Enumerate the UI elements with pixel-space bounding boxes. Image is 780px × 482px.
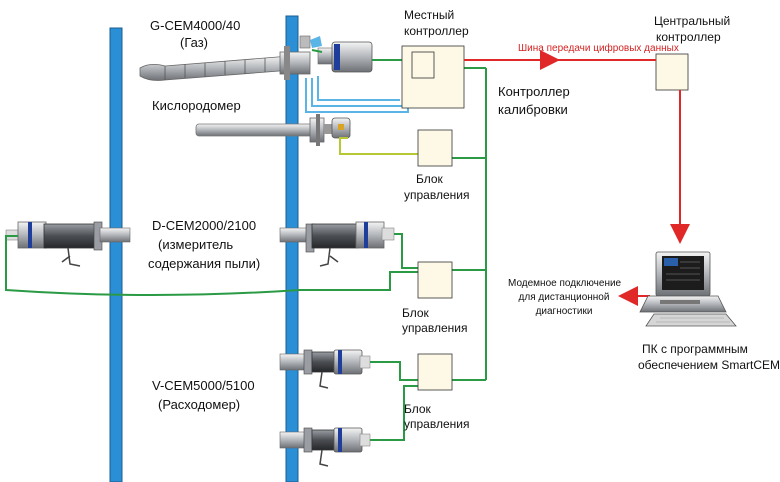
label-central-controller-2: контроллер [656,30,721,44]
label-control-unit-2b: управления [402,321,468,335]
label-pc-1: ПК с программным [642,342,748,356]
wire-oxygen [339,137,418,155]
label-control-unit-3b: управления [404,417,470,431]
label-control-unit-2a: Блок [402,306,429,320]
label-gas-model: G-CEM4000/40 [150,18,241,33]
wire-flow [370,361,418,381]
dust-monitor-receiver [279,221,395,267]
label-dust-desc-1: (измеритель [158,237,234,252]
label-flow-type: (Расходомер) [158,397,241,412]
label-flow-model: V-CEM5000/5100 [152,378,255,393]
duct-wall-left [109,27,123,482]
label-central-controller-1: Центральный [654,14,731,28]
label-oxygen: Кислородомер [152,98,241,113]
sample-tubes [305,76,409,113]
label-modem-2: для дистанционной [518,292,610,303]
wire-dust [5,235,418,296]
label-calibration-1: Контроллер [498,84,570,99]
label-calibration-2: калибровки [498,102,568,117]
label-local-controller-2: контроллер [404,24,469,38]
control-unit-box-2 [417,261,453,299]
label-modem-1: Модемное подключение [508,278,622,289]
flow-meter-1 [279,349,371,389]
label-dust-model: D-CEM2000/2100 [152,218,257,233]
control-unit-box-1 [417,129,453,167]
duct-wall-right [285,15,299,482]
central-controller-box [655,53,689,91]
label-data-bus: Шина передачи цифровых данных [518,43,679,54]
gas-probe-analyzer [139,35,373,81]
label-control-unit-3a: Блок [404,402,431,416]
oxygen-probe [195,114,351,146]
label-modem-3: диагностики [535,306,593,317]
flow-meter-2 [279,427,371,467]
label-gas-type: (Газ) [180,35,209,50]
label-local-controller-1: Местный [404,8,455,22]
label-control-unit-1a: Блок [416,172,443,186]
label-control-unit-1b: управления [404,188,470,202]
label-dust-desc-2: содержания пыли) [148,256,261,271]
label-pc-2: обеспечением SmartCEM [638,358,780,372]
control-unit-box-3 [417,353,453,391]
pc-computer [639,251,737,327]
